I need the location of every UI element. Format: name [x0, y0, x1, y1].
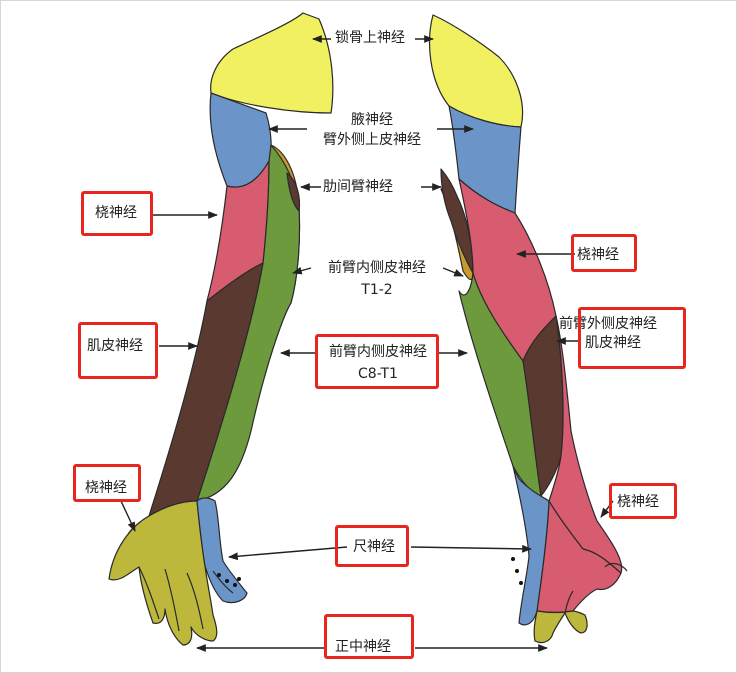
label-intercostobrachial: 肋间臂神经 [323, 179, 393, 195]
right-arm [428, 14, 628, 644]
label-t12: T1-2 [361, 282, 393, 298]
left-brown-upper-strip [286, 172, 301, 212]
highlight-box-lateral-forearm [578, 307, 686, 369]
label-axillary: 腋神经 [351, 112, 393, 128]
left-ulnar-hand-region [196, 497, 248, 604]
right-supraclavicular-region [428, 14, 524, 128]
label-radial-right-hand: 桡神经 [617, 494, 659, 510]
label-medial-forearm-c8t1: 前臂内侧皮神经 [329, 344, 427, 360]
highlight-box-median [324, 614, 414, 659]
left-arm [108, 12, 334, 646]
label-median: 正中神经 [335, 639, 391, 655]
highlight-box-radial-right-hand [609, 483, 677, 519]
label-lateral-brachial: 臂外侧上皮神经 [323, 132, 421, 148]
label-musculocutaneous-right: 肌皮神经 [585, 335, 641, 351]
label-medial-forearm-t12: 前臂内侧皮神经 [328, 260, 426, 276]
arrows [120, 35, 614, 652]
label-lateral-forearm: 前臂外侧皮神经 [559, 316, 657, 332]
highlight-box-radial-left-arm [81, 191, 153, 236]
left-supraclavicular-region [210, 12, 334, 114]
label-c8t1: C8-T1 [358, 366, 398, 382]
nerve-dots [217, 557, 523, 587]
label-supraclavicular: 锁骨上神经 [335, 30, 405, 46]
highlight-box-ulnar [335, 525, 409, 567]
right-median-finger-region [533, 610, 588, 644]
label-radial-left-hand: 桡神经 [85, 480, 127, 496]
highlight-box-musculocutaneous-left [78, 322, 158, 379]
label-radial-right-arm: 桡神经 [577, 247, 619, 263]
highlight-box-medial-forearm-c8t1 [315, 334, 439, 389]
label-musculocutaneous-left: 肌皮神经 [87, 338, 143, 354]
highlight-box-radial-left-hand [73, 464, 141, 502]
label-radial-left-arm: 桡神经 [95, 205, 137, 221]
label-ulnar: 尺神经 [353, 539, 395, 555]
highlight-box-radial-right-arm [571, 234, 637, 272]
